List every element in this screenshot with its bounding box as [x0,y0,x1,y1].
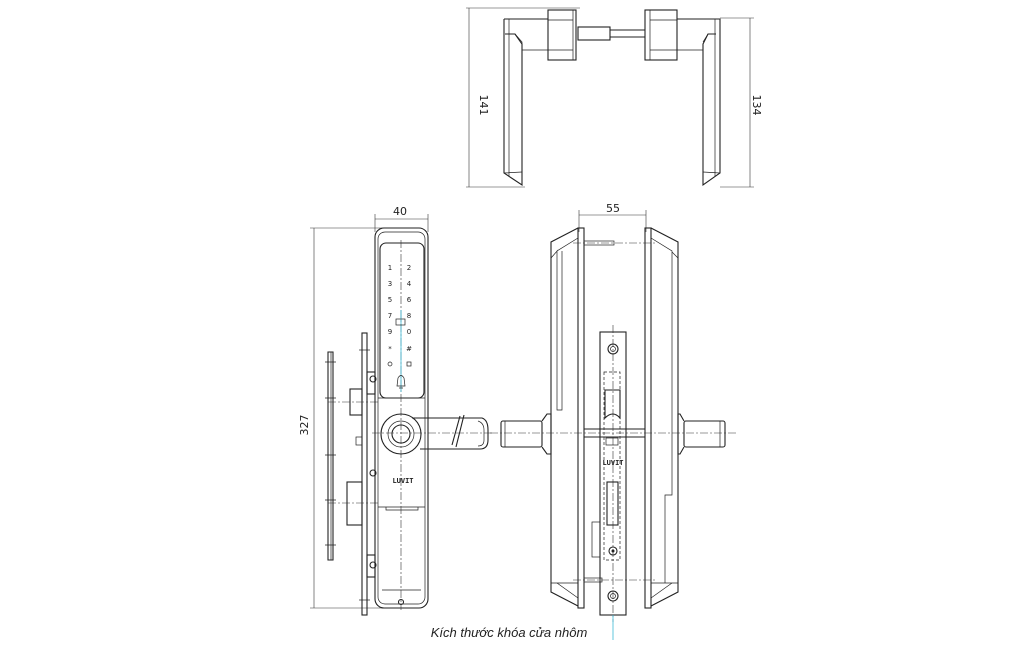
key-3: 3 [388,280,392,288]
key-9: 9 [388,328,392,336]
bell-icon [396,375,406,389]
dimension-55: 55 [578,202,647,232]
key-star: * [388,345,392,353]
dimension-134: 134 [720,17,763,188]
lock-body-front [374,227,429,610]
right-handle-top [644,9,721,187]
lever-handle-side-left [500,413,552,455]
brand-logo-side: LUVIT [602,459,623,467]
left-handle-top [503,9,577,187]
key-1: 1 [388,264,392,272]
key-6: 6 [407,296,412,304]
top-view-handles: 141 134 [466,7,763,188]
side-view: 55 [490,202,736,640]
lever-handle-side-right [677,413,726,455]
lock-symbol-icon [387,361,393,367]
dimension-141: 141 [466,7,580,188]
key-2: 2 [407,264,411,272]
key-0: 0 [407,328,411,336]
fingerprint-sensor-icon [395,318,406,326]
key-8: 8 [407,312,411,320]
dimension-label-327: 327 [298,415,311,436]
front-view: 40 327 [298,205,492,616]
dimension-label-40: 40 [393,205,407,218]
figure-caption: Kích thước khóa cửa nhôm [431,625,588,640]
mortise-faceplate: LUVIT [591,325,627,640]
dimension-40: 40 [374,205,429,232]
key-5: 5 [388,296,392,304]
lever-handle-front [372,413,492,455]
mortise-profile [325,332,378,616]
dimension-label-141: 141 [477,95,490,116]
key-4: 4 [407,280,412,288]
dimension-label-134: 134 [750,95,763,116]
spindle-top [577,26,645,41]
dimension-label-55: 55 [606,202,620,215]
key-hash: # [406,345,412,353]
dimension-327: 327 [298,227,385,609]
key-7: 7 [388,312,392,320]
brand-logo-front: LUVIT [392,477,413,485]
keypad: 1 2 3 4 5 6 7 8 9 0 * # [387,264,412,389]
key-symbol-icon [406,361,412,367]
